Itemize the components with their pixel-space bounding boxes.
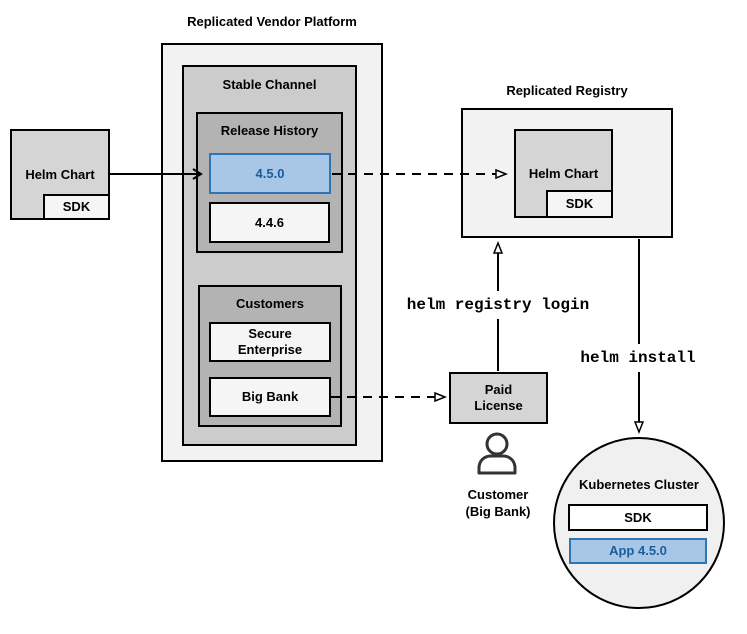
cluster-app-box: App 4.5.0	[569, 538, 707, 564]
helm-install-label: helm install	[558, 344, 718, 372]
customers-label: Customers	[236, 296, 304, 311]
platform-title: Replicated Vendor Platform	[187, 14, 357, 29]
release-version-446: 4.4.6	[209, 202, 330, 243]
source-helm-chart-box: Helm Chart SDK	[10, 129, 110, 220]
kubernetes-cluster-title: Kubernetes Cluster	[579, 477, 699, 492]
release-history-label: Release History	[220, 123, 319, 138]
source-sdk-box: SDK	[43, 194, 110, 220]
paid-license-box: Paid License	[449, 372, 548, 424]
registry-helm-chart-box: Helm Chart SDK	[514, 129, 613, 218]
cluster-sdk-box: SDK	[568, 504, 708, 531]
helm-registry-login-label: helm registry login	[388, 291, 608, 319]
release-version-450: 4.5.0	[209, 153, 331, 194]
registry-title: Replicated Registry	[506, 83, 628, 98]
source-helm-chart-label: Helm Chart	[25, 166, 95, 182]
registry-sdk-box: SDK	[546, 190, 613, 218]
customer-label: Customer (Big Bank)	[465, 487, 531, 519]
registry-helm-chart-label: Helm Chart	[528, 165, 599, 181]
customer-person-icon	[477, 432, 517, 475]
customer-big-bank: Big Bank	[209, 377, 331, 417]
customer-secure-enterprise: Secure Enterprise	[209, 322, 331, 362]
stable-channel-label: Stable Channel	[222, 77, 317, 92]
